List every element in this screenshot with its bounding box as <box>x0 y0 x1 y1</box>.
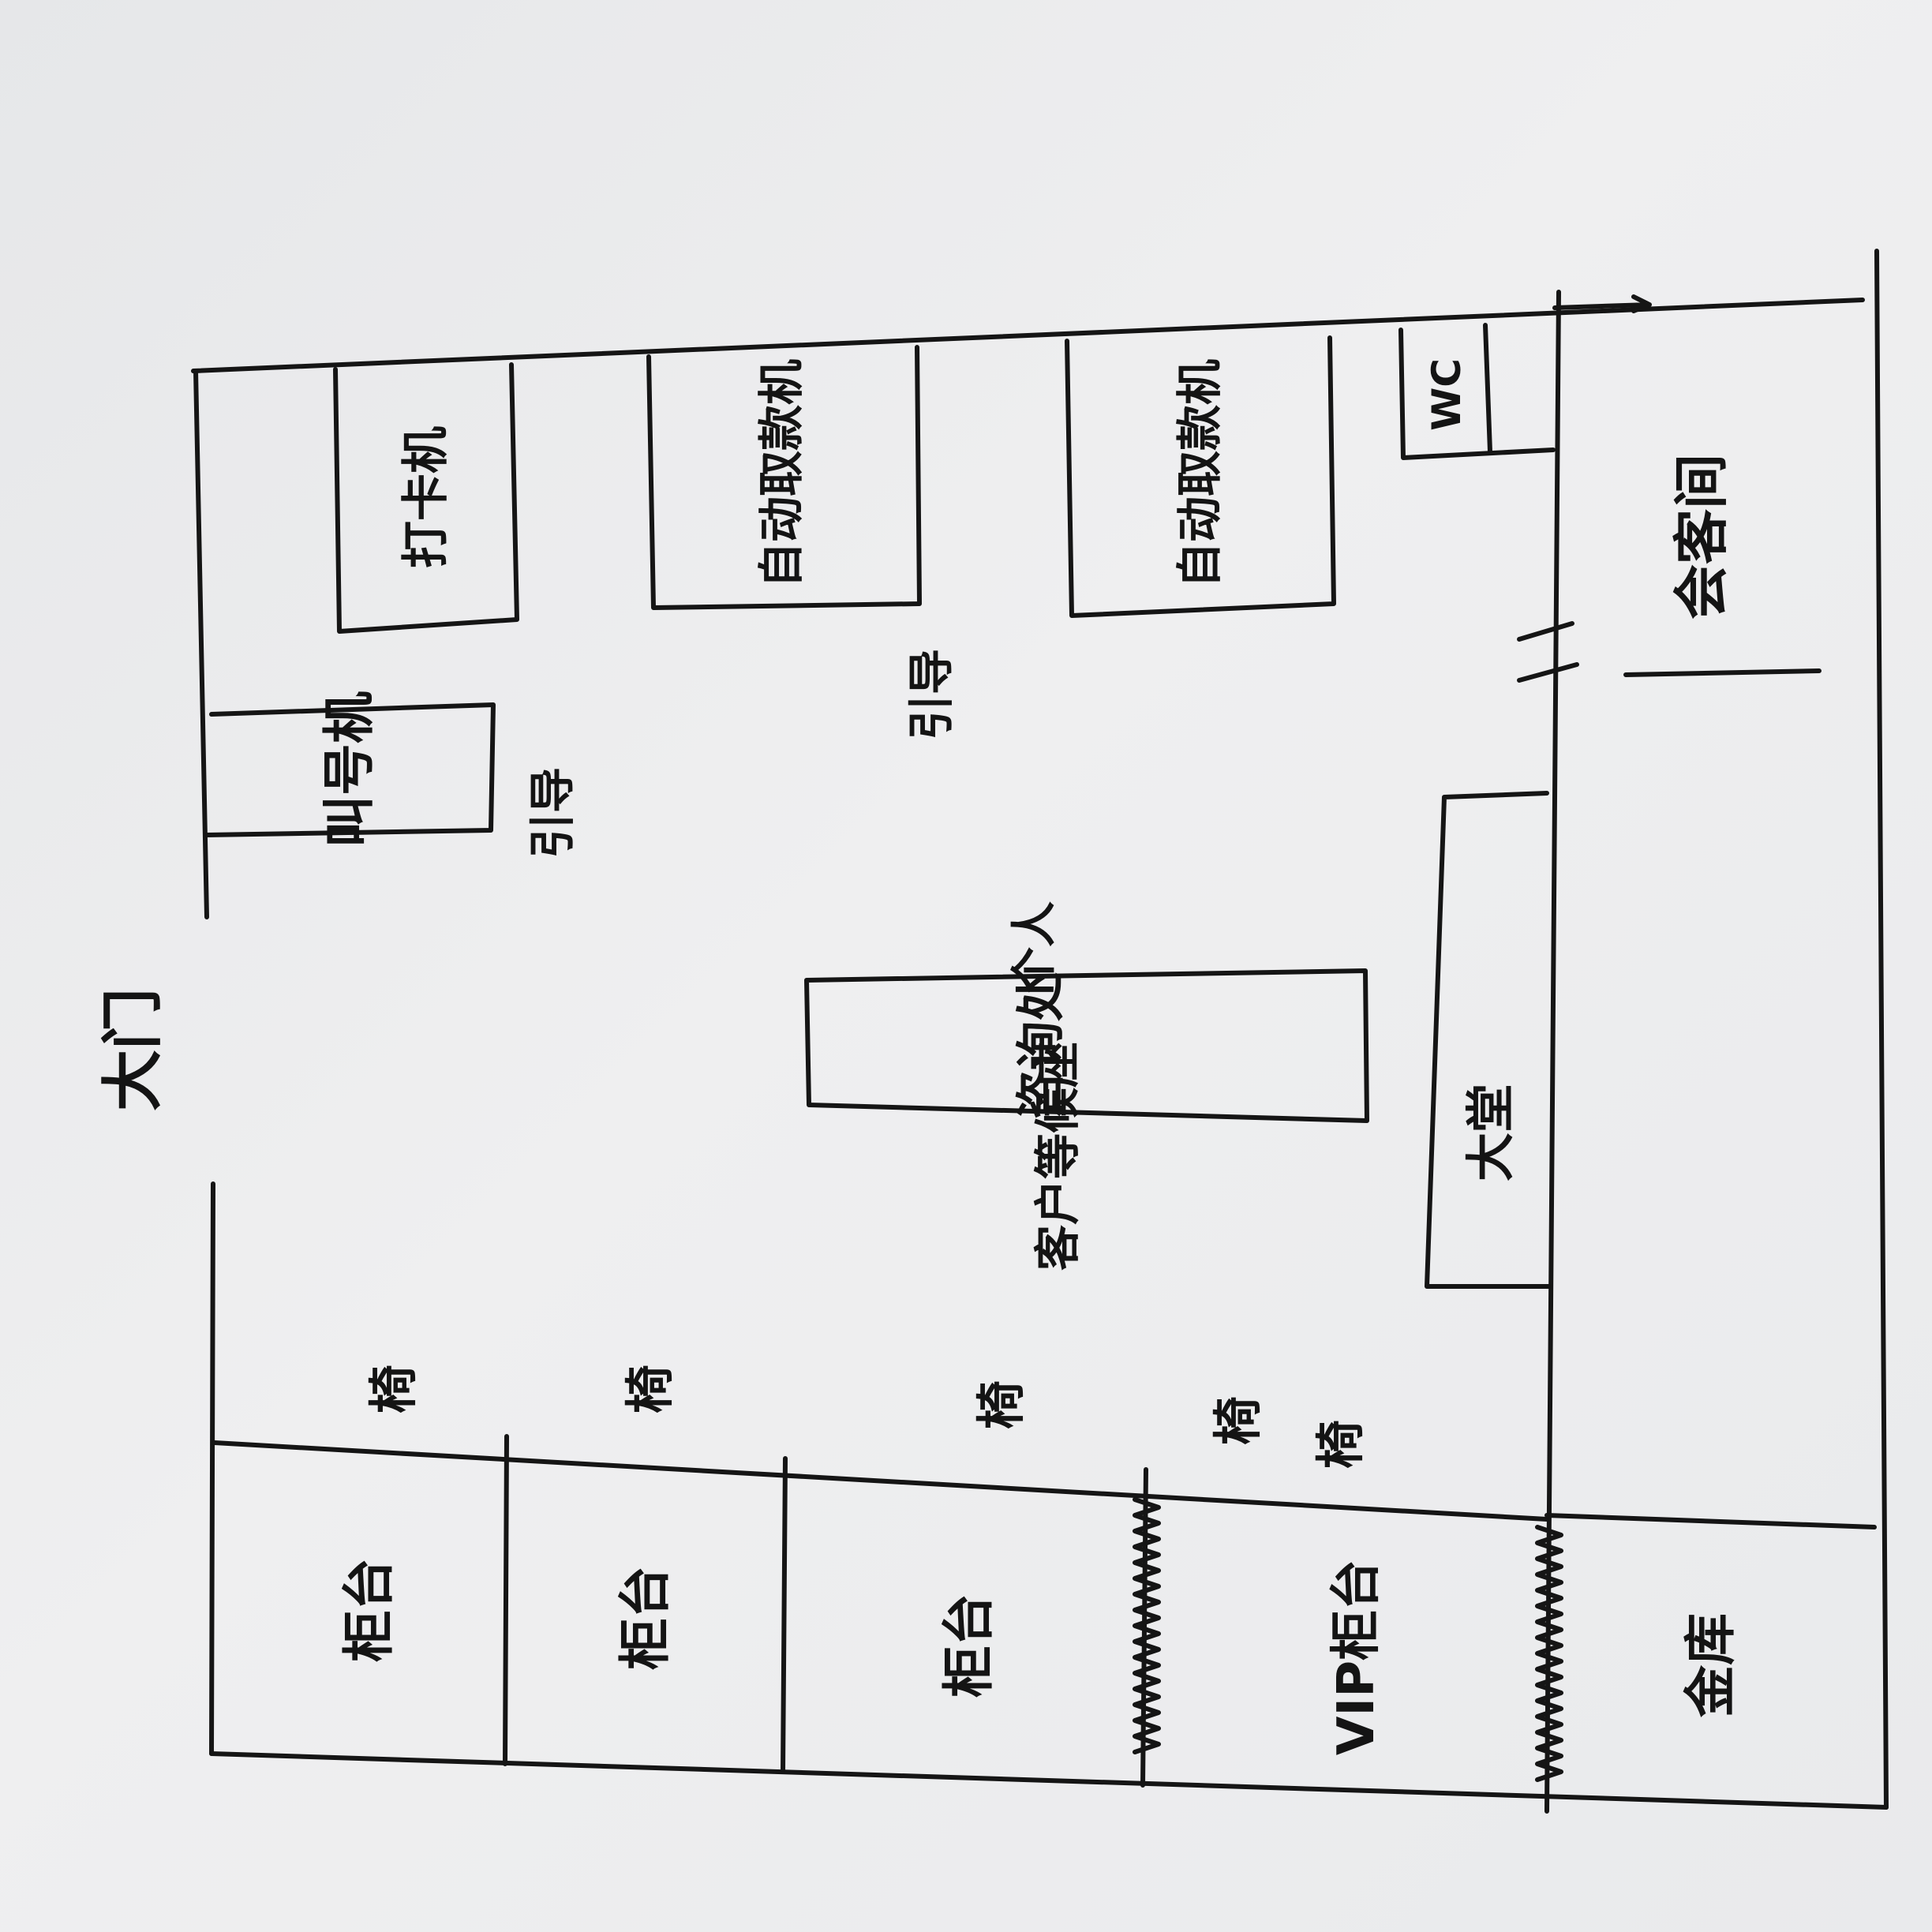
guide-label-2: 引导 <box>904 649 958 740</box>
wc-box <box>1398 323 1556 460</box>
queue-machine-box <box>204 702 496 837</box>
seat-label-4: 椅 <box>1209 1396 1267 1445</box>
consult-note-label: 个人 <box>1007 901 1061 993</box>
consult-desk-label: 咨询处 <box>1012 972 1069 1119</box>
reception-room-label: 会客间 <box>1669 454 1734 620</box>
seat-label-3: 椅 <box>972 1380 1030 1429</box>
atm-label-1: 自动取款机 <box>754 359 808 588</box>
counter-divider-2 <box>781 1456 788 1774</box>
door-marks <box>1517 621 1579 683</box>
seat-label-2: 椅 <box>621 1365 679 1413</box>
counter-label-2: 柜台 <box>615 1566 676 1670</box>
counter-label-3: 柜台 <box>938 1593 999 1698</box>
wall-top <box>191 298 1865 373</box>
queue-machine-label: 叫号机 <box>319 691 380 848</box>
ticket-machine-label: 打卡机 <box>399 426 454 568</box>
lobby-desk-box <box>1425 791 1551 1289</box>
ticket-machine-box <box>333 362 519 634</box>
vault-label: 金库 <box>1680 1613 1741 1718</box>
zigzag-glass-2 <box>1535 1525 1563 1782</box>
seat-label-5: 椅 <box>1312 1420 1369 1469</box>
waiting-seat-label: 客户等候座 <box>1031 1042 1084 1271</box>
counter-divider-1 <box>503 1434 509 1766</box>
vip-counter-label: VIP柜台 <box>1327 1559 1386 1755</box>
counter-top-line <box>212 1440 1549 1522</box>
wc-label: WC <box>1424 358 1470 431</box>
zigzag-glass-1 <box>1133 1497 1161 1754</box>
wall-partition <box>1544 290 1561 1814</box>
entrance-label: 大门 <box>98 988 169 1111</box>
vault-top-line <box>1544 1513 1877 1530</box>
arrow <box>1552 294 1652 313</box>
atm-label-2: 自动取款机 <box>1173 359 1226 588</box>
atm-box-2 <box>1065 335 1336 618</box>
reception-door-line <box>1623 668 1822 677</box>
wall-left-upper <box>193 369 209 919</box>
wall-left-lower <box>209 1181 215 1756</box>
wall-right <box>1874 249 1889 1810</box>
lobby-manager-label: 大堂 <box>1462 1084 1519 1181</box>
guide-label-1: 引导 <box>526 767 579 859</box>
seat-label-1: 椅 <box>365 1365 422 1413</box>
consult-desk-box <box>804 968 1369 1123</box>
counter-label-1: 柜台 <box>339 1558 399 1662</box>
wall-bottom <box>209 1751 1889 1810</box>
atm-box-1 <box>646 345 922 610</box>
